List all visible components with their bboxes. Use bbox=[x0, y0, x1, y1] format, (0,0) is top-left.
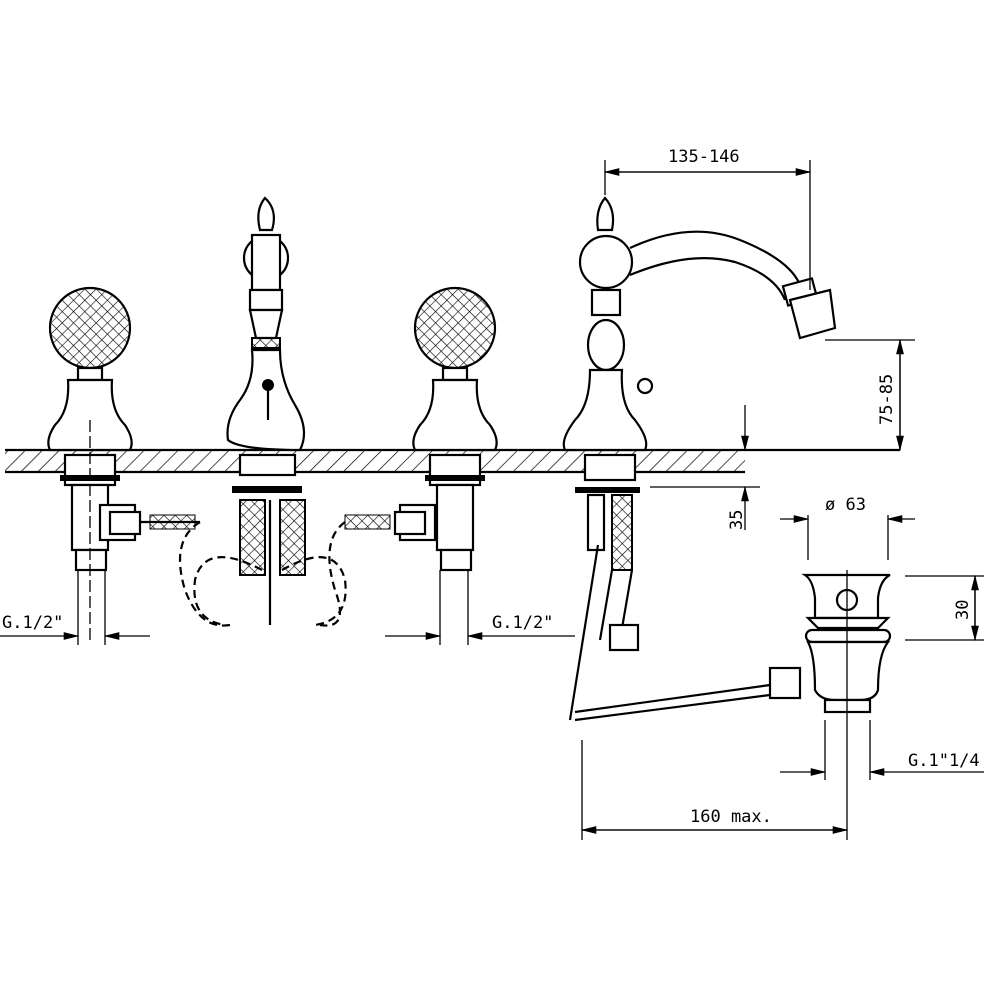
waste-thread-label: G.1"1/4 bbox=[908, 751, 980, 771]
waste-diameter-label: ø 63 bbox=[825, 495, 866, 515]
right-valve-handle bbox=[319, 286, 498, 627]
left-connection-label: G.1/2" bbox=[2, 613, 63, 633]
waste-height-label: 30 bbox=[953, 600, 973, 620]
spout-height-label: 75-85 bbox=[877, 374, 897, 425]
spout-reach-label: 135-146 bbox=[668, 147, 740, 167]
pop-up-waste bbox=[801, 570, 892, 800]
right-connection-label: G.1/2" bbox=[492, 613, 553, 633]
dimension-lines bbox=[0, 160, 984, 840]
center-spout-front bbox=[193, 196, 347, 627]
side-spout bbox=[562, 196, 837, 722]
deck-thickness-label: 35 bbox=[727, 510, 747, 530]
left-valve-handle bbox=[47, 286, 231, 640]
rod-length-label: 160 max. bbox=[690, 807, 772, 827]
